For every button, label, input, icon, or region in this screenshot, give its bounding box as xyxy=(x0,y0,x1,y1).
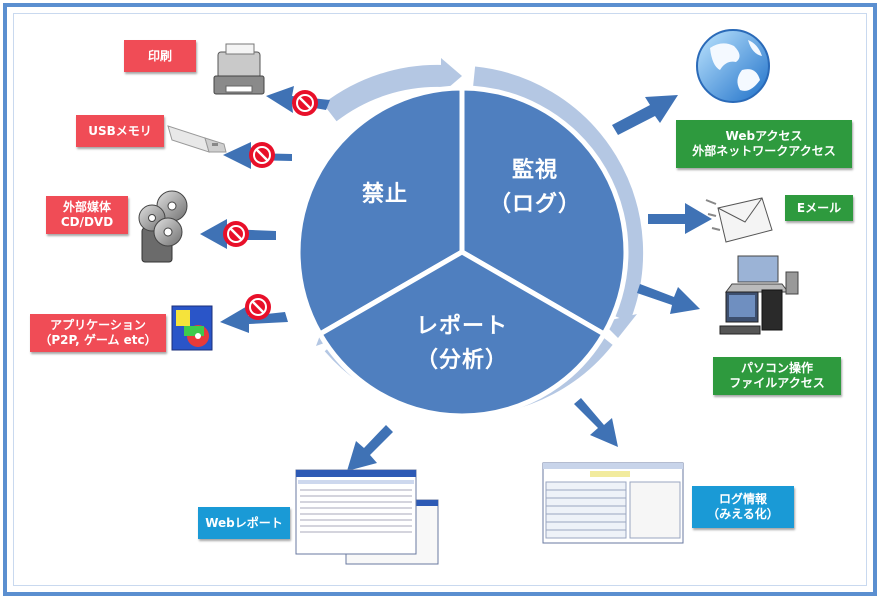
usb-memory-icon xyxy=(167,125,227,153)
log-info-screenshot xyxy=(542,462,684,544)
label-external-media: 外部媒体 CD/DVD xyxy=(46,196,128,234)
right-arrows xyxy=(612,95,712,314)
prohibit-text: 禁止 xyxy=(361,182,408,207)
computer-icon xyxy=(719,255,799,335)
monitor-sub-text: （ログ） xyxy=(488,192,581,217)
application-icon xyxy=(171,305,213,351)
segment-prohibit xyxy=(295,85,465,338)
report-sub-text: （分析） xyxy=(415,348,508,373)
segment-label-prohibit: 禁止 xyxy=(345,178,425,212)
cycle-pie xyxy=(295,85,629,419)
segment-label-report: レポート （分析） xyxy=(392,310,532,378)
report-text: レポート xyxy=(415,314,508,339)
label-print: 印刷 xyxy=(124,40,196,72)
no-entry-icon xyxy=(223,221,249,247)
label-log-info: ログ情報 （みえる化） xyxy=(692,486,794,528)
label-pc-operation: パソコン操作 ファイルアクセス xyxy=(713,357,841,395)
printer-icon xyxy=(213,43,265,95)
cd-dvd-icon xyxy=(138,190,188,263)
email-icon xyxy=(705,197,773,243)
segment-label-monitor: 監視 （ログ） xyxy=(480,154,590,222)
monitor-text: 監視 xyxy=(511,158,558,183)
label-application: アプリケーション （P2P, ゲーム etc） xyxy=(30,314,166,352)
segment-monitor xyxy=(459,85,629,338)
label-web-report: Webレポート xyxy=(198,507,290,539)
label-usb-memory: USBメモリ xyxy=(76,115,164,147)
web-report-screenshot xyxy=(295,469,439,565)
bottom-arrows xyxy=(347,398,618,471)
globe-icon xyxy=(696,29,770,103)
segment-report xyxy=(316,249,608,419)
no-entry-icon xyxy=(249,142,275,168)
no-entry-icon xyxy=(245,294,271,320)
label-email: Eメール xyxy=(785,195,853,221)
no-entry-icon xyxy=(292,90,318,116)
no-entry-icons xyxy=(223,90,318,320)
label-web-access: Webアクセス 外部ネットワークアクセス xyxy=(676,120,852,168)
